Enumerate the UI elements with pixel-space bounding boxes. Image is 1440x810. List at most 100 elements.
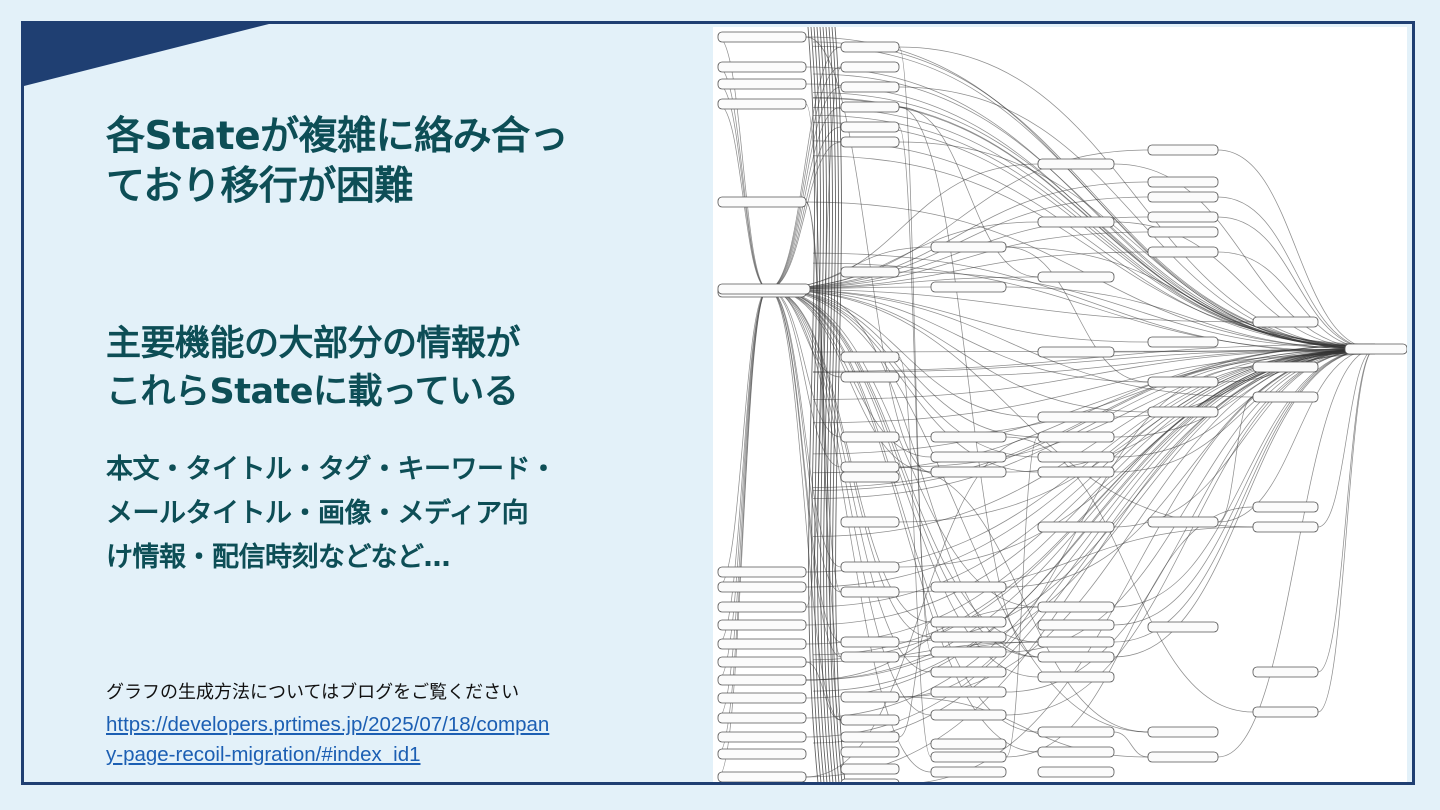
graph-node <box>717 674 807 686</box>
graph-node <box>1147 211 1219 223</box>
graph-edge <box>812 262 1376 353</box>
graph-node <box>840 351 900 363</box>
graph-node <box>1252 391 1319 403</box>
graph-node <box>1147 246 1219 258</box>
graph-node <box>840 431 900 443</box>
graph-node <box>840 41 900 53</box>
graph-edge <box>767 288 1149 413</box>
blog-link[interactable]: https://developers.prtimes.jp/2025/07/18… <box>106 710 549 770</box>
graph-nodes <box>717 31 1407 782</box>
graph-edge <box>717 288 769 719</box>
graph-edge <box>767 46 842 290</box>
graph-node <box>1147 621 1219 633</box>
graph-edge <box>767 288 1039 418</box>
graph-edge <box>1113 348 1376 626</box>
graph-node <box>717 581 807 593</box>
graph-node <box>717 712 807 724</box>
graph-edge <box>1217 396 1254 523</box>
graph-edge <box>898 126 932 638</box>
graph-edge <box>898 46 1376 350</box>
graph-node <box>930 581 1007 593</box>
graph-edge <box>767 181 1149 290</box>
graph-node <box>930 431 1007 443</box>
graph-edge <box>767 221 1039 290</box>
graph-edge <box>1005 246 1149 383</box>
graph-edge <box>767 288 842 593</box>
graph-edge <box>898 621 932 738</box>
graph-node <box>1147 406 1219 418</box>
graph-node <box>1147 516 1219 528</box>
graph-edge <box>767 288 1254 323</box>
graph-node <box>840 636 900 648</box>
graph-edge <box>807 27 819 782</box>
graph-node <box>840 651 900 663</box>
graph-node <box>840 61 900 73</box>
graph-edge <box>898 106 1039 278</box>
graph-node <box>840 461 900 473</box>
corner-decoration <box>24 24 269 86</box>
heading-line-1: 各Stateが複雑に絡み合っ <box>106 114 569 159</box>
graph-node <box>1037 158 1115 170</box>
graph-edge <box>1217 348 1376 523</box>
graph-node <box>1252 666 1319 678</box>
graph-node <box>930 451 1007 463</box>
graph-edge <box>717 36 769 290</box>
graph-edge <box>767 288 1254 528</box>
graph-edge <box>767 288 1039 733</box>
graph-edge <box>767 288 842 658</box>
graph-node <box>1037 619 1115 631</box>
graph-edge <box>812 41 1376 347</box>
graph-edge <box>1005 436 1039 758</box>
graph-node <box>1147 176 1219 188</box>
blog-note: グラフの生成方法についてはブログをご覧ください <box>106 682 520 703</box>
graph-node <box>1037 601 1115 613</box>
graph-edge <box>898 356 932 758</box>
graph-node <box>1252 521 1319 533</box>
graph-node <box>1252 361 1319 373</box>
graph-node <box>840 763 900 775</box>
graph-node <box>1037 521 1115 533</box>
graph-edge <box>767 288 1149 733</box>
graph-edge <box>767 288 1039 458</box>
graph-node <box>840 691 900 703</box>
graph-node <box>840 731 900 743</box>
link-line-2: y-page-recoil-migration/#index_id1 <box>106 743 421 766</box>
graph-node <box>840 471 900 483</box>
graph-edge <box>805 201 842 593</box>
graph-edge <box>767 288 932 773</box>
graph-edge <box>812 252 1376 354</box>
graph-edge <box>1217 251 1376 350</box>
graph-node <box>840 136 900 148</box>
graph-node <box>1037 636 1115 648</box>
graph-node <box>717 619 807 631</box>
graph-edge <box>805 348 1376 626</box>
graph-edge <box>805 606 1039 681</box>
graph-node <box>717 601 807 613</box>
graph-node <box>1037 451 1115 463</box>
graph-edge <box>812 343 1376 372</box>
graph-node <box>717 283 811 295</box>
graph-edge <box>834 27 846 782</box>
graph-edge <box>1217 216 1376 350</box>
graph-node <box>930 616 1007 628</box>
graph-edge <box>812 348 1376 373</box>
graph-edge <box>812 45 1376 348</box>
graph-node <box>840 266 900 278</box>
graph-node <box>1037 651 1115 663</box>
subheading-line-2: これらStateに載っている <box>106 372 519 412</box>
graph-edge <box>898 46 932 653</box>
graph-node <box>840 778 900 782</box>
graph-node <box>840 586 900 598</box>
graph-edge <box>767 288 1039 473</box>
graph-edge <box>717 83 769 290</box>
state-dependency-graph <box>713 27 1407 782</box>
graph-edge <box>767 288 1039 438</box>
graph-edge <box>767 163 1039 290</box>
graph-edge <box>898 86 1376 350</box>
graph-edge <box>1113 731 1149 758</box>
graph-node <box>930 241 1007 253</box>
graph-node <box>1037 346 1115 358</box>
graph-edge <box>812 352 1376 744</box>
graph-edge <box>767 141 842 290</box>
detail-line-2: メールタイトル・画像・メディア向 <box>106 498 529 529</box>
